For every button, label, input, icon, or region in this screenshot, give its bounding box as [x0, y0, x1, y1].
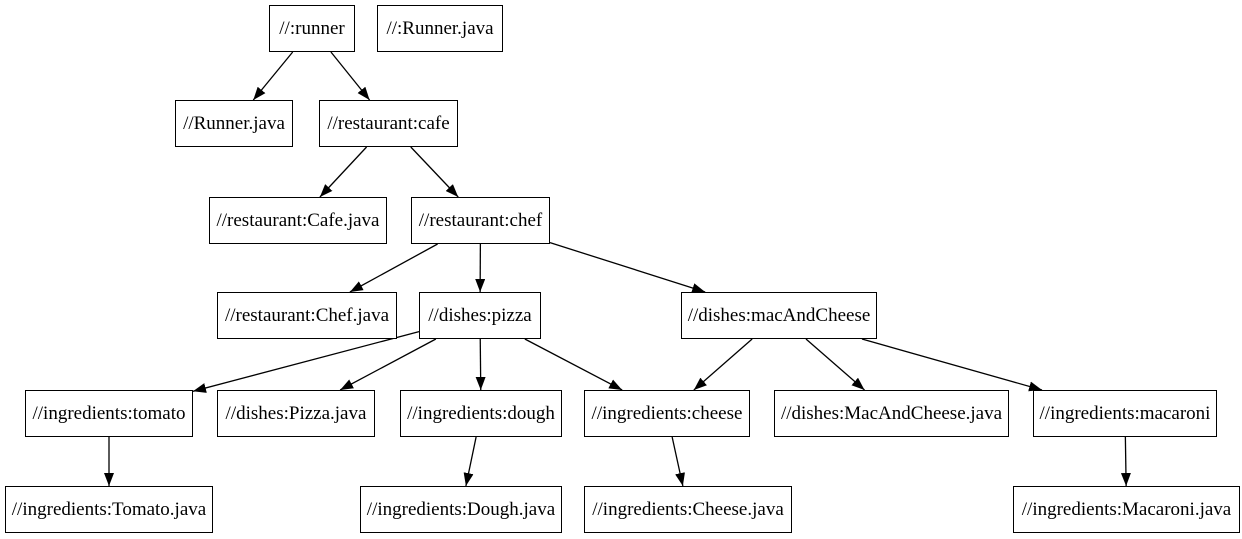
- graph-node-mac-and-cheese-java: //dishes:MacAndCheese.java: [774, 390, 1009, 437]
- graph-node-chef-java: //restaurant:Chef.java: [217, 292, 397, 339]
- graph-node-runner: //:runner: [269, 5, 355, 52]
- edge-cafe-to-cafe-java: [319, 146, 368, 198]
- edge-chef-to-mac-and-cheese: [549, 241, 706, 293]
- edge-mac-and-cheese-to-macaroni: [861, 338, 1043, 392]
- graph-node-cafe-java: //restaurant:Cafe.java: [209, 197, 387, 244]
- graph-node-runner-java: //Runner.java: [175, 100, 293, 147]
- graph-node-pizza-java: //dishes:Pizza.java: [217, 390, 375, 437]
- edge-mac-and-cheese-to-cheese: [693, 338, 753, 391]
- graph-node-cheese-java: //ingredients:Cheese.java: [584, 486, 792, 533]
- edge-dough-to-dough-java: [463, 436, 477, 487]
- edge-cafe-to-chef: [410, 146, 459, 198]
- edge-runner-to-runner-java: [252, 51, 294, 101]
- graph-node-dough: //ingredients:dough: [400, 390, 562, 437]
- edge-macaroni-to-macaroni-java: [1120, 436, 1131, 487]
- edge-pizza-to-cheese: [524, 338, 623, 391]
- graph-node-tomato: //ingredients:tomato: [25, 390, 193, 437]
- graph-node-chef: //restaurant:chef: [411, 197, 550, 244]
- graph-node-runner-java-src: //:Runner.java: [377, 5, 503, 52]
- graph-node-mac-and-cheese: //dishes:macAndCheese: [681, 292, 877, 339]
- graph-node-cheese: //ingredients:cheese: [584, 390, 750, 437]
- graph-node-pizza: //dishes:pizza: [419, 292, 541, 339]
- graph-node-macaroni-java: //ingredients:Macaroni.java: [1013, 486, 1240, 533]
- graph-node-dough-java: //ingredients:Dough.java: [360, 486, 562, 533]
- graph-node-tomato-java: //ingredients:Tomato.java: [5, 486, 213, 533]
- edge-group: [104, 51, 1131, 487]
- edge-mac-and-cheese-to-mac-and-cheese-java: [805, 338, 865, 391]
- edge-pizza-to-tomato: [192, 330, 420, 393]
- graph-node-cafe: //restaurant:cafe: [319, 100, 458, 147]
- graph-node-macaroni: //ingredients:macaroni: [1033, 390, 1217, 437]
- edge-cheese-to-cheese-java: [671, 436, 685, 487]
- edge-pizza-to-pizza-java: [339, 338, 437, 391]
- edge-runner-to-cafe: [330, 51, 371, 101]
- edge-chef-to-chef-java: [349, 243, 438, 293]
- edge-pizza-to-dough: [475, 338, 486, 391]
